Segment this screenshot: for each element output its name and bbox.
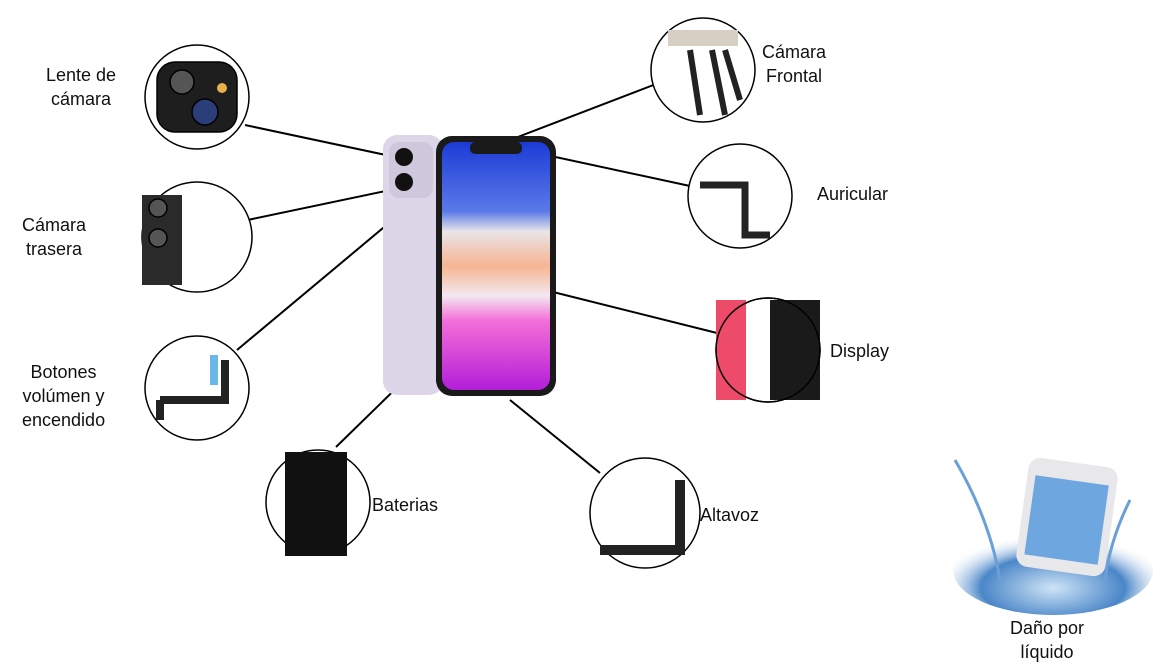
liquid-damage-image <box>953 457 1153 615</box>
rear-camera-image <box>141 181 253 293</box>
label-speaker: Altavoz <box>700 505 760 525</box>
label-line: encendido <box>22 410 106 430</box>
label-line: Frontal <box>766 66 823 86</box>
label-line: trasera <box>26 239 83 259</box>
battery-image <box>265 449 371 556</box>
line-buttons <box>236 217 396 351</box>
display-image <box>715 297 821 403</box>
line-speaker <box>509 399 601 474</box>
label-line: Botones <box>30 362 97 382</box>
label-earpiece: Auricular <box>817 184 889 204</box>
part-circles <box>141 17 821 569</box>
label-line: Cámara <box>22 215 87 235</box>
earpiece-image <box>687 143 793 249</box>
label-rear-camera: Cámara trasera <box>22 213 86 261</box>
label-buttons: Botones volúmen y encendido <box>22 360 105 432</box>
label-line: líquido <box>1020 642 1074 662</box>
label-liquid-damage: Daño por líquido <box>1010 616 1084 664</box>
label-display: Display <box>830 341 890 361</box>
line-front-camera <box>509 83 657 141</box>
buttons-flex-image <box>144 335 250 441</box>
lens-image <box>144 44 250 150</box>
line-display <box>544 289 718 334</box>
iphone-image <box>383 135 556 396</box>
label-line: Daño por <box>1010 618 1085 638</box>
label-line: Cámara <box>762 42 827 62</box>
label-lens: Lente de cámara <box>46 63 116 111</box>
speaker-image <box>589 457 701 569</box>
label-line: volúmen y <box>22 386 105 406</box>
line-lens <box>244 124 401 159</box>
front-camera-image <box>650 17 756 123</box>
label-battery: Baterias <box>372 495 439 515</box>
label-line: cámara <box>51 89 112 109</box>
label-line: Lente de <box>46 65 117 85</box>
